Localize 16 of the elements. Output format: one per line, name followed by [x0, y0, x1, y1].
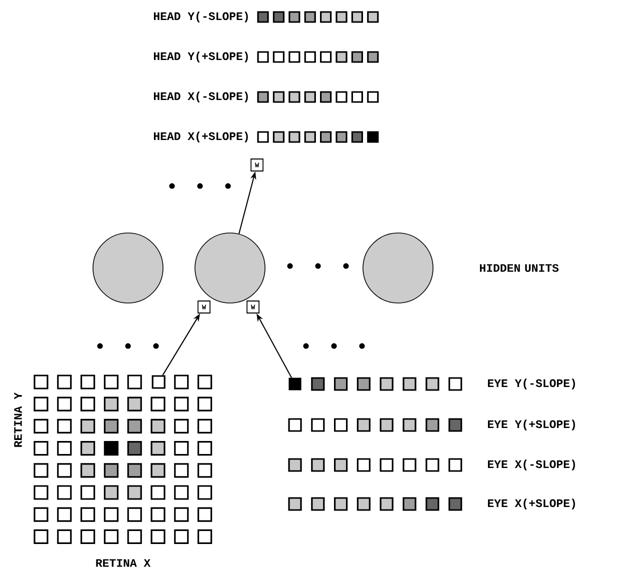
- unit-square: [288, 378, 302, 390]
- row-label: EYE Y(+SLOPE): [488, 420, 575, 430]
- hidden-units-label: HIDDEN UNITS: [480, 264, 559, 272]
- row-label: HEAD Y(+SLOPE): [154, 52, 248, 62]
- row-label: HEAD X(+SLOPE): [154, 132, 248, 142]
- axis-label: RETINA Y: [14, 392, 22, 447]
- hidden-unit-circle: [92, 232, 164, 304]
- row-label: EYE X(+SLOPE): [488, 498, 575, 510]
- row-label: EYE X(-SLOPE): [488, 460, 575, 470]
- axis-label: RETINA X: [96, 559, 151, 567]
- row-label: EYE Y(-SLOPE): [488, 378, 575, 390]
- hidden-unit-circle: [362, 232, 434, 304]
- unit-square: [152, 375, 166, 389]
- row-label: HEAD X(-SLOPE): [154, 92, 248, 102]
- hidden-unit-circle: [194, 232, 266, 304]
- row-label: HEAD Y(-SLOPE): [154, 12, 248, 22]
